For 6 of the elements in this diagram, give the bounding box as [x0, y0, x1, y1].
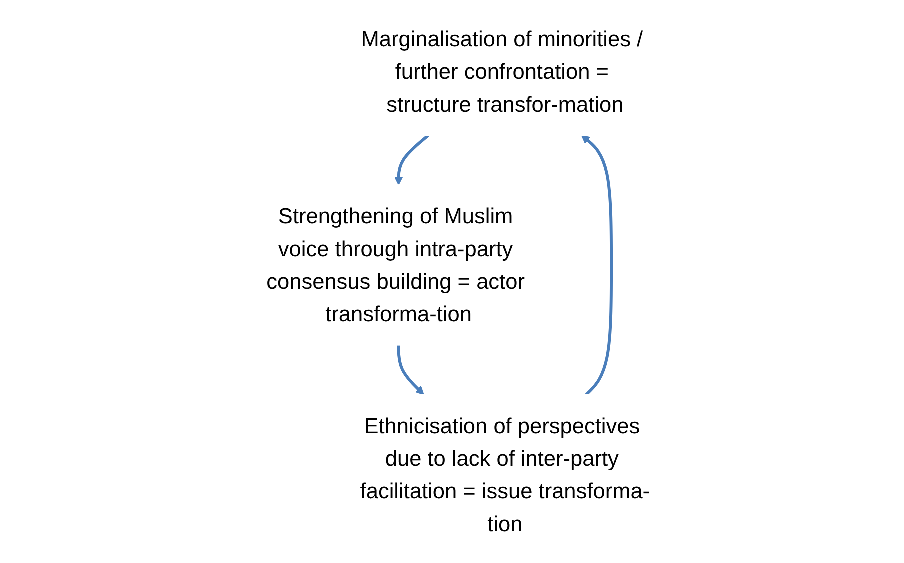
arrow	[581, 135, 614, 396]
node-text: Marginalisation of minorities / further confrontation = structure transfor-mation	[361, 26, 644, 117]
node-text: Strengthening of Muslim voice through intra-party consensus building = actor transforma-tion	[266, 204, 525, 327]
arrow	[394, 134, 430, 186]
node-text: Ethnicisation of perspectives due to lack of inter-party facilitation = issue transforma-tion	[360, 414, 650, 536]
arrow	[397, 345, 424, 396]
